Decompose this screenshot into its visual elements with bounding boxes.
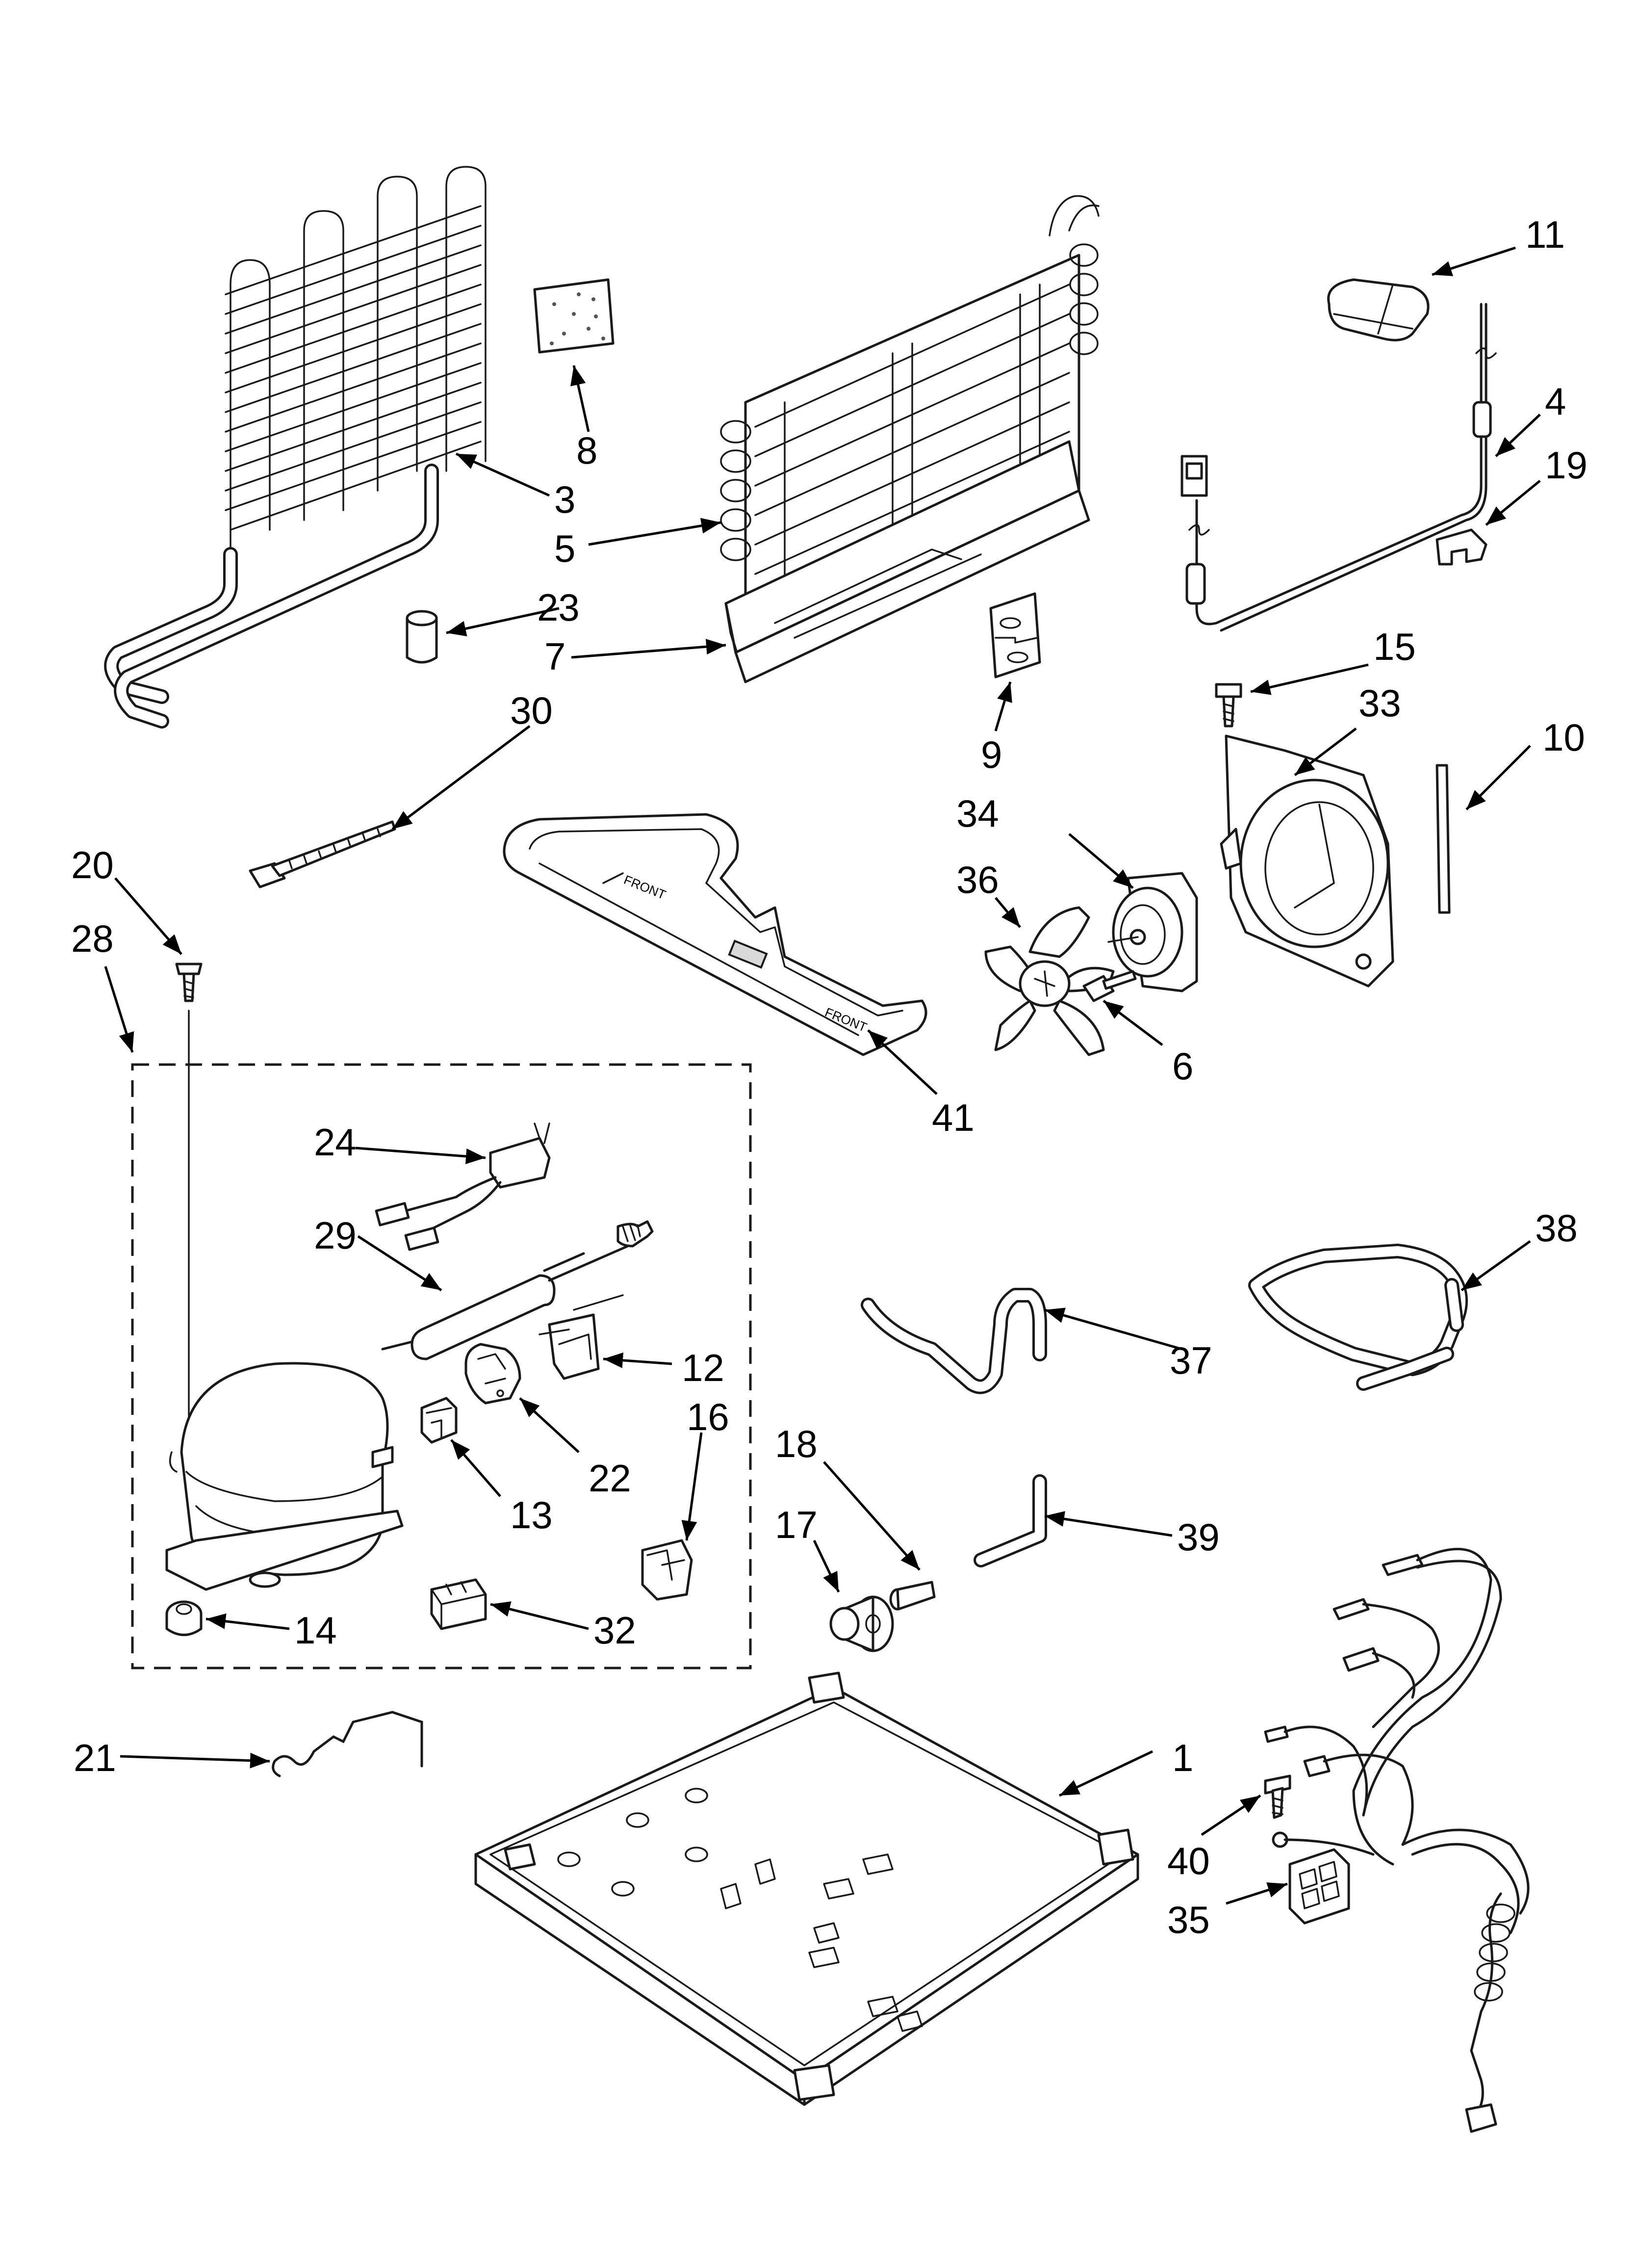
callout-16: 16 — [687, 1395, 729, 1438]
screw-40 — [1264, 1774, 1291, 1819]
screw-6 — [1082, 970, 1137, 1002]
callout-7: 7 — [544, 635, 565, 678]
bolt-18 — [889, 1581, 936, 1611]
callout-17: 17 — [775, 1503, 818, 1546]
evaporator-pan — [724, 440, 1090, 683]
callout-37: 37 — [1170, 1339, 1212, 1382]
condenser-coil — [104, 166, 487, 729]
fan-shroud — [1220, 734, 1394, 988]
roller-wheel — [829, 1595, 894, 1652]
gasket-strip — [1436, 764, 1451, 914]
callout-13: 13 — [510, 1493, 553, 1537]
screw-20 — [175, 963, 203, 1002]
fan-motor — [1107, 872, 1198, 992]
tube-39 — [974, 1474, 1047, 1567]
filter-drier — [381, 1220, 654, 1360]
wire-clip — [1436, 528, 1488, 566]
callout-4: 4 — [1545, 380, 1566, 423]
bracket — [989, 592, 1041, 678]
relay-cover — [539, 1294, 624, 1380]
connector-16 — [641, 1539, 693, 1601]
rod-clip — [272, 1711, 423, 1777]
callout-11: 11 — [1525, 213, 1565, 256]
start-relay — [420, 1397, 458, 1444]
callout-6: 6 — [1172, 1044, 1193, 1088]
callout-22: 22 — [589, 1457, 631, 1500]
callout-5: 5 — [554, 527, 575, 570]
overload-protector — [464, 1343, 521, 1405]
callout-1: 1 — [1172, 1736, 1193, 1779]
callout-19: 19 — [1545, 443, 1588, 487]
callout-20: 20 — [71, 843, 114, 886]
grommet — [165, 1600, 203, 1636]
callout-41: 41 — [932, 1096, 975, 1139]
callout-21: 21 — [74, 1736, 116, 1779]
callout-8: 8 — [576, 429, 597, 472]
callout-28: 28 — [71, 917, 114, 960]
cable-tie — [249, 820, 396, 888]
filter-pad — [533, 278, 615, 354]
callout-12: 12 — [682, 1346, 724, 1389]
callout-33: 33 — [1359, 681, 1401, 725]
callout-23: 23 — [537, 586, 580, 629]
callout-15: 15 — [1373, 625, 1416, 668]
callout-40: 40 — [1167, 1839, 1210, 1882]
callout-35: 35 — [1167, 1898, 1210, 1941]
base-frame — [474, 1671, 1139, 2106]
callout-29: 29 — [314, 1214, 357, 1257]
callout-9: 9 — [981, 733, 1002, 776]
compressor — [165, 1362, 404, 1591]
thermistor-harness — [1180, 303, 1497, 632]
callout-39: 39 — [1177, 1515, 1220, 1559]
callout-38: 38 — [1535, 1206, 1578, 1250]
tube-38 — [1248, 1244, 1468, 1391]
screw-15 — [1215, 683, 1242, 728]
callout-36: 36 — [956, 858, 999, 901]
callout-18: 18 — [775, 1422, 818, 1465]
fan-blade — [984, 906, 1115, 1056]
callout-34: 34 — [956, 792, 999, 835]
capacitor-small — [406, 610, 438, 664]
callout-3: 3 — [554, 478, 575, 521]
wire-harness-24 — [375, 1122, 551, 1251]
callout-30: 30 — [510, 689, 553, 732]
callout-10: 10 — [1542, 716, 1585, 759]
callout-24: 24 — [314, 1121, 357, 1164]
callout-labels: 11 4 19 8 3 5 23 7 15 33 9 10 30 34 36 2… — [71, 213, 1588, 1941]
run-capacitor — [430, 1578, 487, 1630]
drip-tray: FRONT FRONT — [503, 813, 927, 1056]
evaporator — [720, 195, 1100, 639]
thermostat-cover — [1327, 278, 1430, 341]
leader-lines — [104, 246, 1541, 1905]
main-wire-harness — [1264, 1548, 1530, 2133]
callout-32: 32 — [593, 1609, 636, 1652]
tube-37 — [861, 1288, 1047, 1394]
callout-14: 14 — [294, 1609, 337, 1652]
